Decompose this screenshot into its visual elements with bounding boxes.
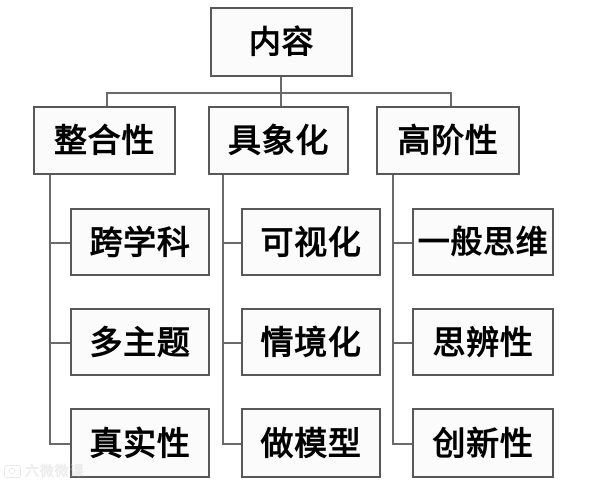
node-leaf-interdisciplinary[interactable]: 跨学科 — [70, 208, 210, 276]
connector-stub-3-3 — [392, 443, 414, 445]
node-root[interactable]: 内容 — [210, 7, 353, 77]
connector-spine-1 — [49, 175, 51, 444]
connector-branch-stem-1 — [106, 92, 108, 108]
node-leaf-contextualization[interactable]: 情境化 — [241, 308, 381, 376]
node-leaf-visualization[interactable]: 可视化 — [241, 208, 381, 276]
connector-stub-3-1 — [392, 242, 414, 244]
node-leaf-modeling[interactable]: 做模型 — [241, 408, 381, 478]
connector-stub-2-3 — [222, 443, 243, 445]
node-leaf-general-thinking[interactable]: 一般思维 — [412, 208, 554, 276]
node-branch-integration[interactable]: 整合性 — [33, 106, 176, 175]
connector-stub-1-1 — [49, 242, 72, 244]
connector-spine-3 — [392, 175, 394, 444]
camera-icon — [4, 464, 21, 478]
connector-stub-1-2 — [49, 342, 72, 344]
connector-spine-2 — [222, 175, 224, 444]
node-leaf-innovation[interactable]: 创新性 — [412, 408, 554, 478]
connector-root-bus — [106, 92, 452, 94]
connector-stub-3-2 — [392, 342, 414, 344]
connector-root-stem — [280, 77, 282, 94]
node-leaf-multi-topic[interactable]: 多主题 — [70, 308, 210, 376]
connector-stub-2-2 — [222, 342, 243, 344]
connector-stub-1-3 — [49, 443, 72, 445]
connector-branch-stem-2 — [280, 92, 282, 108]
node-branch-higher-order[interactable]: 高阶性 — [376, 106, 520, 175]
node-branch-concretization[interactable]: 具象化 — [208, 106, 349, 175]
connector-branch-stem-3 — [450, 92, 452, 108]
connector-stub-2-1 — [222, 242, 243, 244]
node-leaf-authenticity[interactable]: 真实性 — [70, 408, 210, 478]
node-leaf-critical-thinking[interactable]: 思辨性 — [412, 308, 554, 376]
